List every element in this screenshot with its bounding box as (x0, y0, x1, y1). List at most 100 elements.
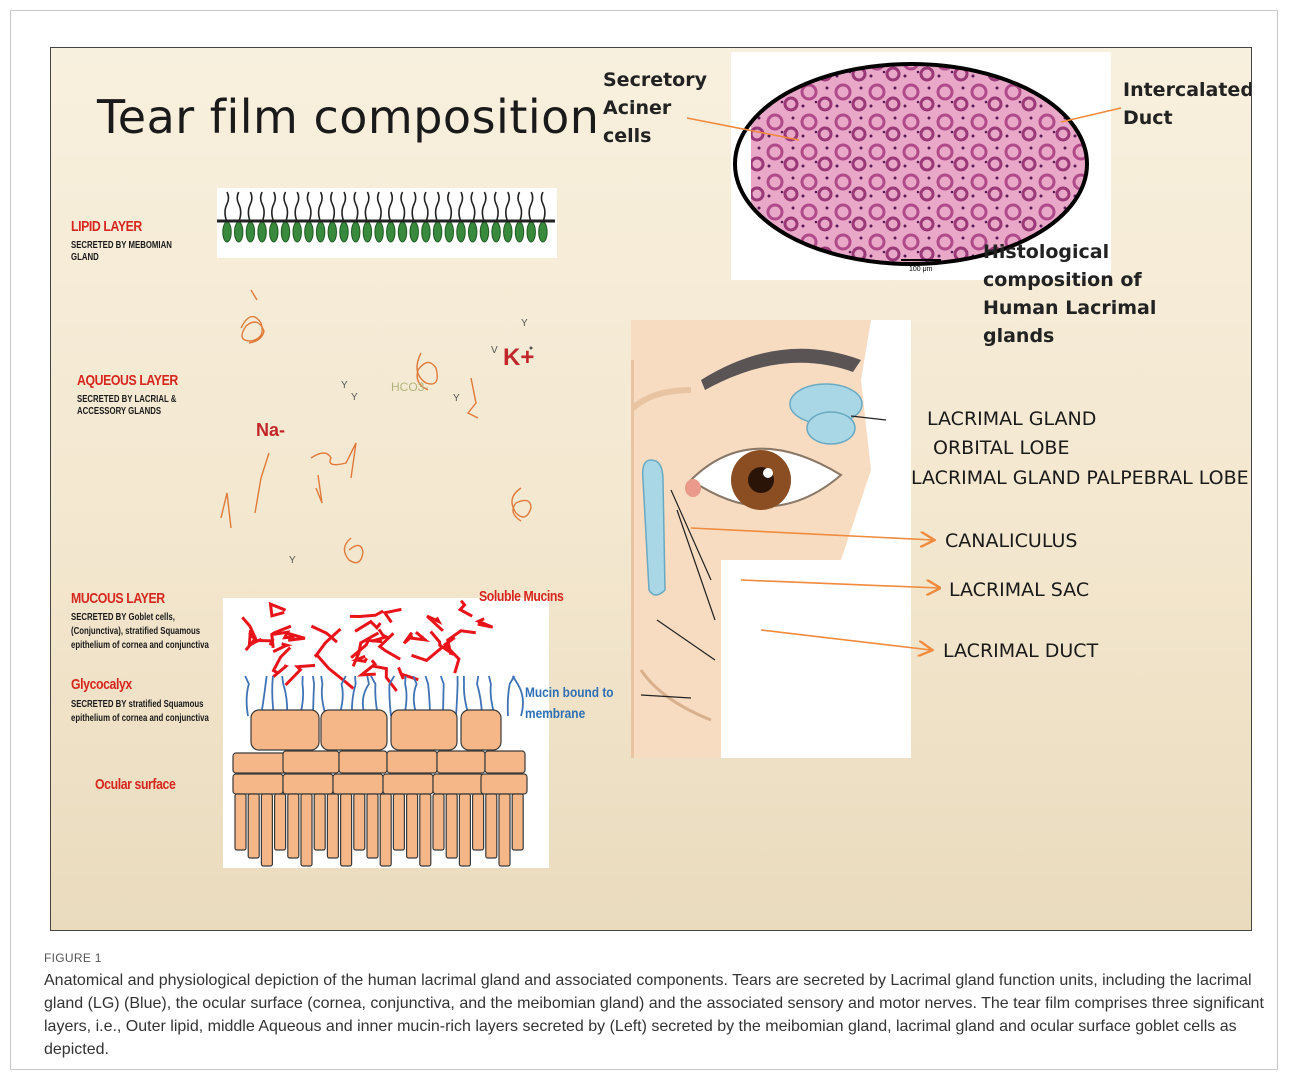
scale-bar-label: 100 μm (909, 266, 933, 273)
lacrimal-sac-label: LACRIMAL SAC (949, 579, 1089, 601)
lipid-molecule (281, 222, 289, 242)
basal-cell (314, 794, 325, 850)
lacrimal-gland-label: LACRIMAL GLAND (927, 408, 1096, 430)
palpebral-lobe-label: LACRIMAL GLAND PALPEBRAL LOBE (911, 467, 1249, 489)
wing-cell (283, 774, 333, 794)
canaliculus-arrow (691, 528, 933, 540)
lipid-layer-sub: SECRETED BY MEBOMIAN GLAND (71, 240, 188, 264)
ocular-surface-label: Ocular surface (95, 776, 175, 793)
wing-cell (233, 774, 283, 794)
histology-caption: Histological composition of Human Lacrim… (983, 238, 1223, 350)
figure-label: FIGURE 1 (44, 951, 102, 965)
wing-cell (283, 751, 339, 773)
epithelial-cell (251, 710, 319, 750)
protein-squiggle (344, 538, 363, 563)
basal-cell (420, 794, 431, 866)
lipid-molecule (293, 222, 301, 242)
mucin-epithelium-illustration (223, 598, 553, 868)
svg-text:Y: Y (453, 393, 460, 404)
slide-title: Tear film composition (97, 90, 599, 144)
epithelial-cell (461, 710, 501, 750)
lipid-molecule (539, 222, 547, 242)
lipid-layer-label: LIPID LAYER (71, 218, 142, 235)
lipid-molecule (422, 222, 430, 242)
basal-cell (486, 794, 497, 858)
lipid-molecule (352, 222, 360, 242)
potassium-ion: K+ (503, 344, 534, 372)
slide-figure: Tear film composition LIPID LAYER SECRET… (50, 47, 1252, 931)
orbital-lobe-label: ORBITAL LOBE (933, 437, 1069, 459)
wing-cell (437, 751, 485, 773)
protein-squiggle (316, 475, 322, 503)
basal-cell (301, 794, 312, 866)
lipid-molecule (246, 222, 254, 242)
epithelial-cell (321, 710, 387, 750)
svg-text:Y: Y (341, 380, 348, 391)
svg-text:Y: Y (521, 318, 528, 329)
histology-pointers (681, 98, 1151, 198)
basal-cell (275, 794, 286, 850)
sodium-ion: Na- (256, 420, 285, 441)
basal-cell (235, 794, 246, 850)
lipid-molecule (480, 222, 488, 242)
lipid-molecule (270, 222, 278, 242)
basal-cell (341, 794, 352, 866)
canaliculus-label: CANALICULUS (945, 530, 1077, 552)
wing-cell (485, 751, 525, 773)
aqueous-layer-label: AQUEOUS LAYER (77, 372, 178, 389)
lipid-molecule (235, 222, 243, 242)
protein-squiggle (311, 443, 356, 478)
lipid-molecule (410, 222, 418, 242)
glycocalyx-label: Glycocalyx (71, 676, 132, 693)
basal-cell (407, 794, 418, 858)
wing-cell (433, 774, 483, 794)
basal-cell (367, 794, 378, 858)
glycocalyx-sub: SECRETED BY stratified Squamous epitheli… (71, 698, 227, 726)
lipid-layer-illustration (217, 188, 557, 258)
svg-text:Y: Y (351, 392, 358, 403)
basal-cell (354, 794, 365, 850)
protein-squiggle (251, 290, 257, 300)
svg-text:V: V (491, 345, 498, 356)
lipid-molecule (387, 222, 395, 242)
basal-cell (288, 794, 299, 858)
anatomy-pointer-arrows (671, 518, 941, 658)
figure-caption: Anatomical and physiological depiction o… (44, 969, 1264, 1061)
protein-squiggle (241, 317, 264, 343)
basal-cell (473, 794, 484, 850)
epithelial-cell (391, 710, 457, 750)
aqueous-layer-sub: SECRETED BY LACRIAL & ACCESSORY GLANDS (77, 394, 186, 418)
lipid-molecule (445, 222, 453, 242)
lipid-molecule (328, 222, 336, 242)
basal-cell (393, 794, 404, 850)
lipid-molecule (363, 222, 371, 242)
lipid-molecule (398, 222, 406, 242)
lipid-molecule (504, 222, 512, 242)
svg-text:Y: Y (289, 555, 296, 566)
lipid-molecule (305, 222, 313, 242)
protein-squiggle (512, 488, 531, 521)
lacrimal-sac-arrow (741, 580, 939, 588)
lipid-molecule (457, 222, 465, 242)
wing-cell (387, 751, 437, 773)
basal-cell (327, 794, 338, 858)
bicarbonate-ion: HCO3- (391, 380, 428, 394)
mucous-layer-sub: SECRETED BY Goblet cells, (Conjunctiva),… (71, 611, 211, 653)
basal-cell (261, 794, 272, 866)
basal-cell (499, 794, 510, 866)
basal-cell (459, 794, 470, 866)
basal-cell (512, 794, 523, 850)
protein-squiggle (468, 378, 478, 418)
lacrimal-duct-arrow (761, 630, 931, 650)
soluble-mucins-label: Soluble Mucins (479, 588, 563, 605)
protein-squiggle (221, 493, 231, 528)
lacrimal-duct-label: LACRIMAL DUCT (943, 640, 1098, 662)
wing-cell (383, 774, 433, 794)
lipid-molecule (340, 222, 348, 242)
mucous-layer-label: MUCOUS LAYER (71, 590, 165, 607)
lipid-molecule (258, 222, 266, 242)
lipid-molecule (527, 222, 535, 242)
wing-cell (339, 751, 387, 773)
lipid-molecule (469, 222, 477, 242)
basal-cell (380, 794, 391, 866)
